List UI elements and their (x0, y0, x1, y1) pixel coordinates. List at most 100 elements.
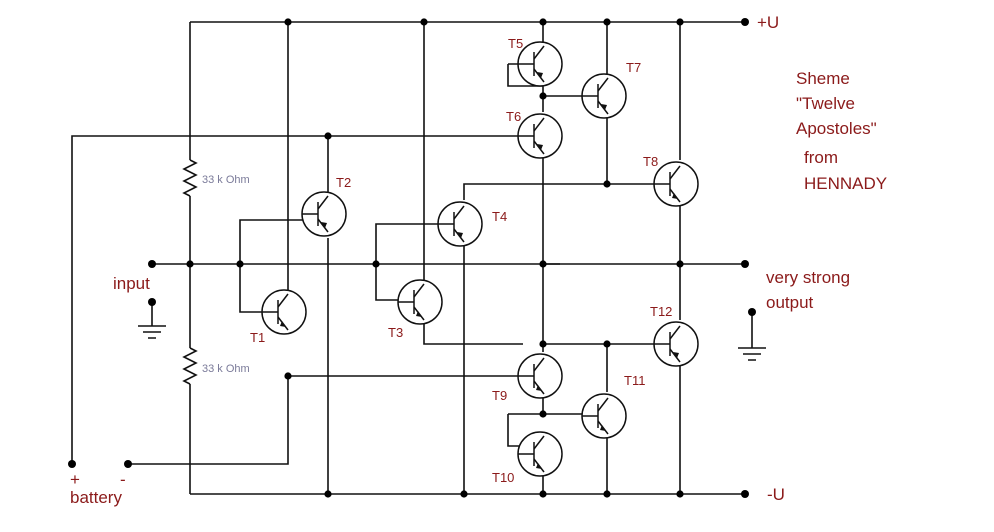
title-line-1: Sheme (796, 69, 850, 88)
transistor-collector-lead (597, 397, 609, 412)
t9-t10-wires (507, 264, 544, 494)
transistor-emitter-lead (317, 218, 329, 233)
junction-dot (420, 18, 428, 26)
battery-label: battery (70, 488, 122, 507)
rail-bottom-label: -U (767, 485, 785, 504)
transistor-label: T8 (643, 154, 658, 169)
transistor-emitter-arrow (600, 425, 606, 431)
battery-minus-terminal (124, 460, 132, 468)
transistor-collector-lead (277, 293, 289, 308)
transistor-collector-lead (453, 205, 465, 220)
junction-dot (539, 490, 547, 498)
transistor-t3: T3 (388, 279, 443, 340)
transistor-emitter-lead (533, 140, 545, 155)
title-line-4: from (804, 148, 838, 167)
junction-dot (460, 490, 468, 498)
t11-wires (543, 344, 608, 494)
junction-dot (284, 18, 292, 26)
output-terminal (741, 260, 749, 268)
transistor-collector-lead (669, 325, 681, 340)
transistor-t9: T9 (492, 353, 563, 403)
transistor-emitter-arrow (321, 222, 327, 228)
transistor-collector-lead (533, 117, 545, 132)
transistor-label: T2 (336, 175, 351, 190)
transistor-t5: T5 (508, 36, 563, 87)
transistor-collector-lead (413, 283, 425, 298)
transistor-emitter-lead (597, 100, 609, 115)
transistor-emitter-arrow (280, 321, 286, 327)
transistor-emitter-arrow (536, 385, 542, 391)
junction-dot (284, 372, 292, 380)
transistor-t4: T4 (437, 201, 507, 247)
junction-dot (603, 340, 611, 348)
transistor-label: T11 (624, 373, 645, 388)
junction-dot (186, 260, 194, 268)
battery-plus-wire (71, 135, 527, 464)
transistor-label: T3 (388, 325, 403, 340)
negative-terminal (741, 490, 749, 498)
title-line-3: Apostoles" (796, 119, 877, 138)
junction-dot (603, 490, 611, 498)
resistor-2 (182, 347, 198, 385)
transistor-emitter-arrow (536, 463, 542, 469)
battery-minus-wire (128, 375, 523, 465)
t4-wires (375, 183, 660, 494)
transistor-emitter-arrow (457, 232, 463, 238)
positive-terminal (741, 18, 749, 26)
title-line-5: HENNADY (804, 174, 887, 193)
transistor-emitter-arrow (537, 72, 543, 78)
resistors (182, 159, 198, 385)
rail-top-label: +U (757, 13, 779, 32)
junction-dots (186, 18, 684, 498)
transistor-emitter-lead (453, 228, 465, 243)
junction-dot (676, 18, 684, 26)
battery-plus-terminal (68, 460, 76, 468)
transistor-t2: T2 (301, 175, 351, 237)
junction-dot (539, 18, 547, 26)
junction-dot (539, 92, 547, 100)
junction-dot (539, 410, 547, 418)
junction-dot (603, 18, 611, 26)
output-ground-dot (748, 308, 756, 316)
transistor-emitter-lead (669, 348, 681, 363)
input-label: input (113, 274, 150, 293)
resistor-1 (182, 159, 198, 197)
transistor-emitter-arrow (672, 193, 678, 199)
transistor-emitter-arrow (673, 352, 679, 358)
output-ground (738, 312, 766, 361)
transistor-emitter-lead (533, 68, 545, 83)
title-line-2: "Twelve (796, 94, 855, 113)
transistor-t1: T1 (250, 289, 307, 345)
junction-dot (372, 260, 380, 268)
junction-dot (539, 340, 547, 348)
wires (71, 21, 766, 495)
junction-dot (603, 180, 611, 188)
transistor-t12: T12 (650, 304, 699, 367)
transistor-emitter-arrow (416, 311, 422, 317)
input-ground-dot (148, 298, 156, 306)
transistor-collector-lead (533, 435, 545, 450)
battery-plus-sign: + (70, 470, 80, 489)
junction-dot (324, 490, 332, 498)
junction-dot (676, 490, 684, 498)
input-ground (138, 302, 166, 339)
input-terminal (148, 260, 156, 268)
transistor-t11: T11 (581, 373, 645, 439)
transistor-label: T5 (508, 36, 523, 51)
resistor-label-top: 33 k Ohm (202, 174, 250, 186)
transistor-label: T9 (492, 388, 507, 403)
t1-wires (239, 22, 305, 313)
transistor-collector-lead (533, 45, 545, 60)
output-label-line-1: very strong (766, 268, 850, 287)
junction-dot (324, 132, 332, 140)
transistor-collector-lead (669, 165, 681, 180)
transistor-label: T1 (250, 330, 265, 345)
t3-wires (375, 22, 523, 345)
transistor-t8: T8 (643, 154, 699, 207)
battery-minus-sign: - (120, 470, 126, 489)
junction-dot (676, 260, 684, 268)
transistor-collector-lead (597, 77, 609, 92)
transistor-label: T12 (650, 304, 672, 319)
